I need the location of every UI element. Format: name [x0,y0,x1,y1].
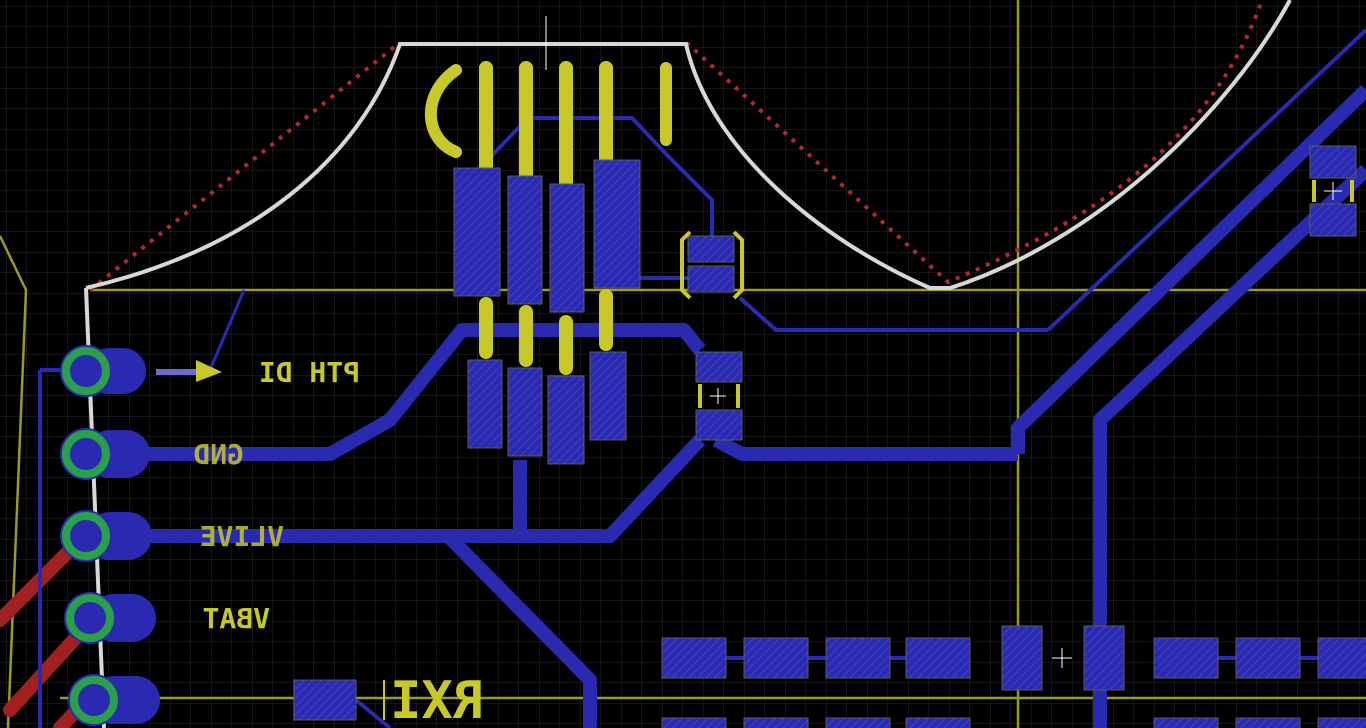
silk-label-pth-di: PTH DI [259,356,360,389]
ic-pads-row [293,625,1366,728]
keepout-outline [88,0,1264,292]
silk-label-rxi: RXI [390,671,484,728]
silk-label-gnd: GND [193,438,244,471]
svg-text:GND: GND [193,438,244,471]
bottom-copper-traces [38,28,1366,728]
svg-text:PTH DI: PTH DI [259,356,360,389]
svg-text:RXI: RXI [390,671,484,728]
usb-pads-lower [467,351,627,465]
pin-vbat [64,592,156,644]
smd-capacitor-3[interactable] [1309,145,1357,237]
crosshair-icon [710,388,726,404]
crosshair-icon [1052,648,1072,668]
arrow-right-icon [156,360,222,382]
smd-capacitor-2[interactable] [695,351,743,441]
silk-label-vbat: VBAT [203,602,270,635]
usb-shield-left [424,64,462,158]
usb-pads-upper [453,159,641,313]
pin-rxi [68,674,160,726]
pin-vlive [60,510,152,562]
usb-connector-footprint-icon[interactable] [424,61,672,465]
svg-text:VBAT: VBAT [203,602,270,635]
silk-label-vlive: VLIVE [200,520,284,553]
header-pins[interactable] [60,345,160,726]
svg-text:VLIVE: VLIVE [200,520,284,553]
smd-capacitor-1[interactable] [680,230,744,300]
usb-fingers [479,61,613,375]
pin-pth-di [60,345,146,397]
pin-gnd [60,428,150,480]
